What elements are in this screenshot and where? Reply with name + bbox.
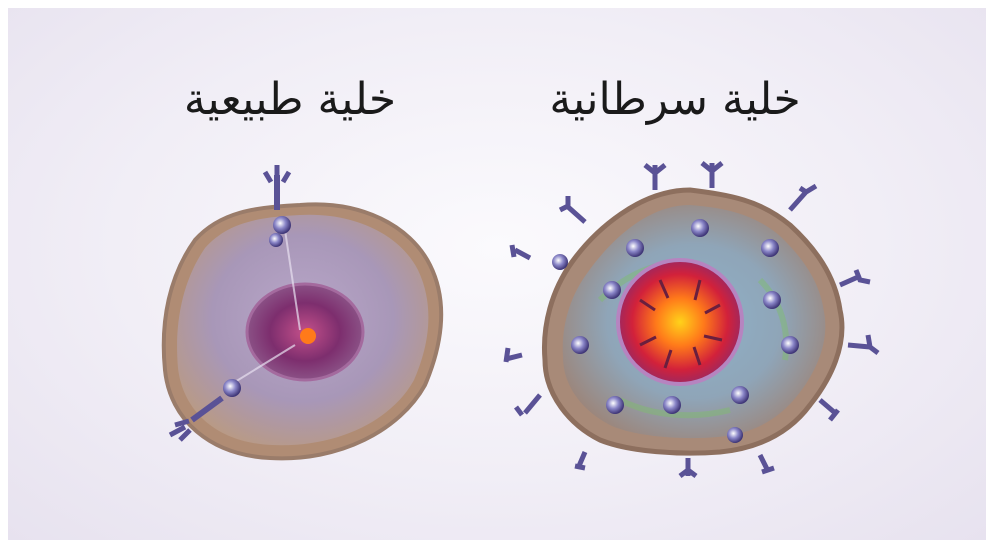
normal-cell-nucleolus [300,328,316,344]
cancer-cell [506,163,878,476]
normal-cell [164,165,441,458]
cancer-cell-nucleus [618,260,742,384]
